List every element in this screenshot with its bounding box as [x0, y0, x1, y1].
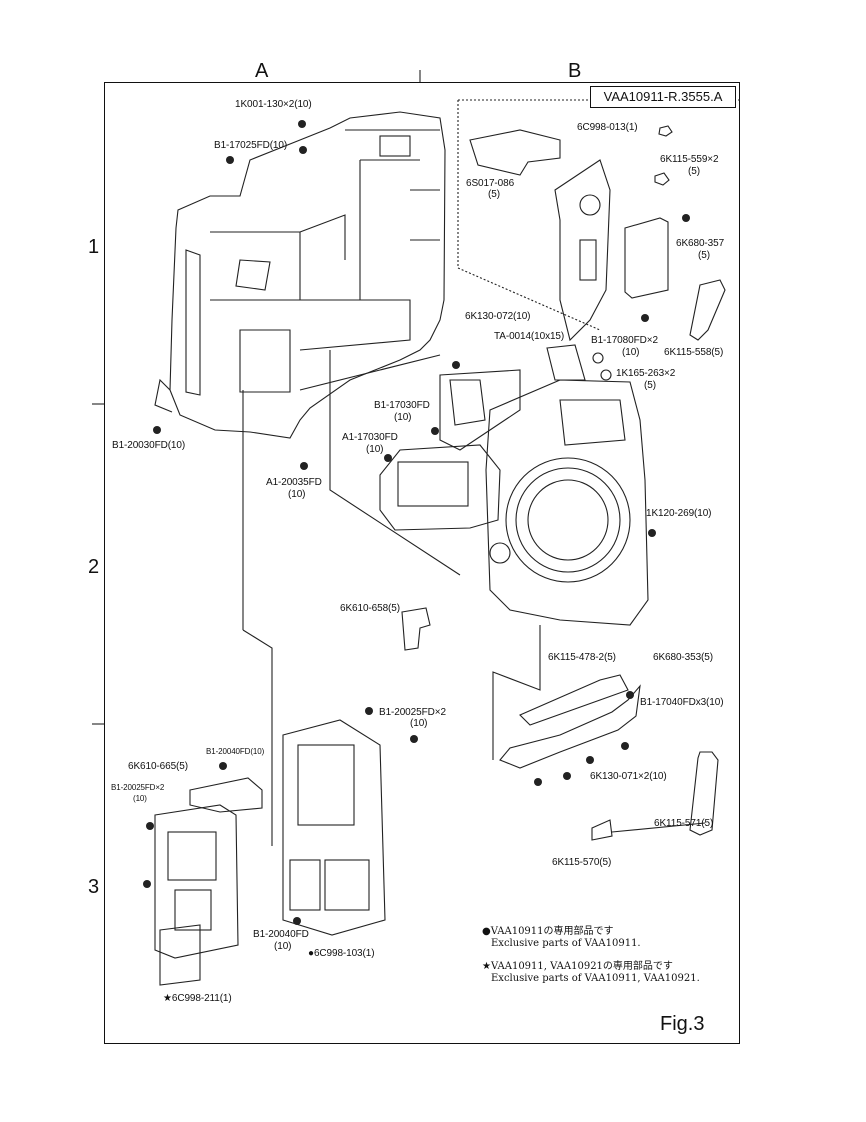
part-label: 6K115-570(5)	[552, 857, 612, 868]
part-qty: (10)	[622, 347, 640, 358]
part-label: 6K130-071×2(10)	[590, 771, 667, 782]
row-marker-2: 2	[88, 556, 100, 578]
part-qty: (5)	[688, 166, 700, 177]
part-label: 1K165-263×2	[616, 368, 676, 379]
part-label: 6K610-665(5)	[128, 761, 188, 772]
part-label: B1-20025FD×2	[111, 783, 165, 792]
part-label: B1-17030FD	[374, 400, 430, 411]
figure-label: Fig.3	[660, 1013, 705, 1035]
part-label: 6K115-558(5)	[664, 347, 724, 358]
part-qty: (10)	[288, 489, 306, 500]
column-marker-a: A	[255, 60, 269, 82]
part-label: B1-17025FD(10)	[214, 140, 288, 151]
part-label: TA-0014(10x15)	[494, 331, 565, 342]
part-label: ★6C998-211(1)	[163, 993, 232, 1004]
part-qty: (5)	[644, 380, 656, 391]
part-label: A1-17030FD	[342, 432, 398, 443]
part-qty: (10)	[274, 941, 292, 952]
part-qty: (10)	[410, 718, 428, 729]
part-label: 6S017-086	[466, 178, 515, 189]
row-marker-1: 1	[88, 236, 100, 258]
legend-note-exclusive-vaa10911-vaa10921: ★VAA10911, VAA10921の専用部品です Exclusive par…	[482, 961, 700, 985]
legend-note-line: ★VAA10911, VAA10921の専用部品です	[482, 961, 673, 972]
part-label: B1-17080FD×2	[591, 335, 658, 346]
part-label: 6K680-357	[676, 238, 725, 249]
part-qty: (10)	[133, 794, 147, 803]
part-label: 6K115-571(5)	[654, 818, 714, 829]
row-marker-3: 3	[88, 876, 100, 898]
part-label: 6K610-658(5)	[340, 603, 400, 614]
part-label: ●6C998-103(1)	[308, 948, 375, 959]
part-label: 6C998-013(1)	[577, 122, 638, 133]
part-qty: (10)	[394, 412, 412, 423]
part-qty: (5)	[488, 189, 500, 200]
part-label: 6K115-478-2(5)	[548, 652, 616, 663]
part-qty: (5)	[698, 250, 710, 261]
part-label: B1-17040FDx3(10)	[640, 697, 724, 708]
part-label: 1K001-130×2(10)	[235, 99, 312, 110]
part-label: 6K680-353(5)	[653, 652, 713, 663]
column-marker-b: B	[568, 60, 582, 82]
part-label: A1-20035FD	[266, 477, 322, 488]
drawing-reference-id: VAA10911-R.3555.A	[590, 86, 736, 108]
diagram-frame	[104, 82, 740, 1044]
legend-note-line: Exclusive parts of VAA10911.	[491, 938, 641, 949]
legend-note-exclusive-vaa10911: ●VAA10911の専用部品です Exclusive parts of VAA1…	[482, 926, 641, 950]
legend-note-line: Exclusive parts of VAA10911, VAA10921.	[491, 973, 700, 984]
part-label: B1-20030FD(10)	[112, 440, 186, 451]
part-label: 6K130-072(10)	[465, 311, 531, 322]
part-label: 1K120-269(10)	[646, 508, 712, 519]
part-label: B1-20040FD	[253, 929, 309, 940]
part-qty: (10)	[366, 444, 384, 455]
part-label: B1-20025FD×2	[379, 707, 446, 718]
legend-note-line: ●VAA10911の専用部品です	[482, 926, 614, 937]
part-label: B1-20040FD(10)	[206, 747, 265, 756]
part-label: 6K115-559×2	[660, 154, 719, 165]
